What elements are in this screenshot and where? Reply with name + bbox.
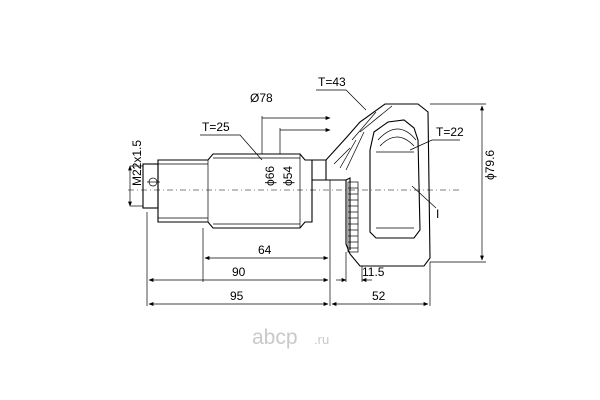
len95-label: 95	[230, 289, 244, 303]
leader-i	[411, 185, 437, 209]
t22-label: T=22	[436, 125, 464, 139]
abs-ring	[347, 181, 359, 253]
len115-label: 11.5	[362, 265, 385, 279]
watermark-tld: .ru	[314, 332, 329, 347]
leader-t43	[316, 89, 367, 111]
t25-label: T=25	[202, 120, 230, 134]
d66-label: ϕ66	[263, 166, 277, 186]
d78-label: Ø78	[250, 91, 273, 105]
leader-t25	[200, 134, 263, 161]
d54-label: ϕ54	[281, 166, 295, 186]
watermark-logo: abcp .ru	[252, 326, 329, 349]
len52-label: 52	[372, 289, 386, 303]
thread-label: M22x1.5	[130, 140, 144, 186]
watermark-brand: abcp	[252, 326, 298, 349]
spline-shaft	[157, 153, 313, 229]
len64-label: 64	[258, 243, 272, 257]
mark-i-label: I	[436, 207, 439, 221]
bell-housing	[312, 103, 431, 267]
t43-label: T=43	[318, 75, 346, 89]
len90-label: 90	[232, 265, 246, 279]
leader-t22	[409, 139, 460, 151]
d79-label: ϕ79.6	[483, 150, 497, 180]
